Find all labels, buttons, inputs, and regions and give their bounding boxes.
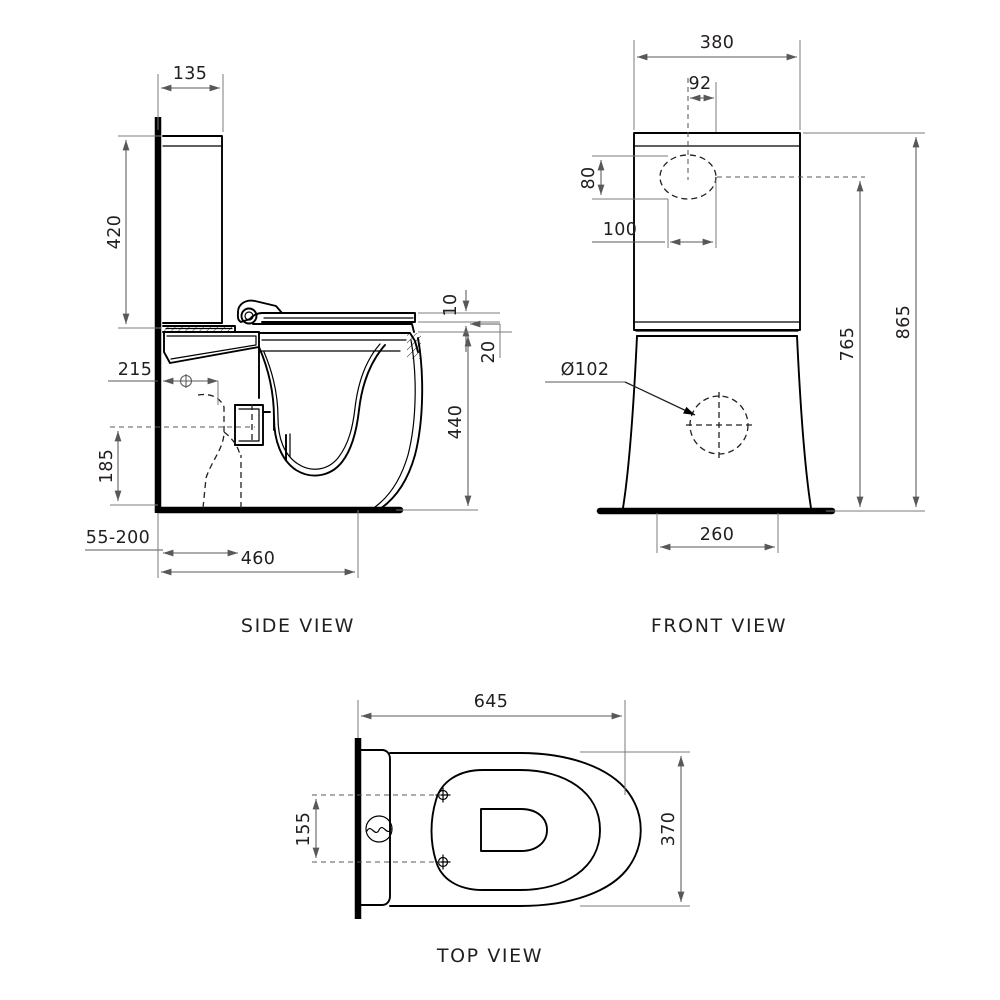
dim-lid-thickness: 10 xyxy=(418,290,500,323)
front-flush-button-hidden xyxy=(659,154,717,200)
dim-button-offset: 92 xyxy=(687,74,717,180)
dim-value-20: 20 xyxy=(479,340,499,363)
dim-seat-top-height: 765 xyxy=(717,176,865,508)
dim-value-135: 135 xyxy=(173,64,208,84)
top-view-group: 645 370 155 TOP VIEW xyxy=(294,692,690,967)
dim-value-865: 865 xyxy=(894,305,914,340)
dim-outlet-height: 185 xyxy=(97,426,255,506)
dim-value-10: 10 xyxy=(441,293,461,316)
top-pan-outline xyxy=(389,752,642,907)
dim-overall-width: 370 xyxy=(580,751,690,907)
dim-button-height: 80 xyxy=(579,155,668,200)
side-hidden-outlet xyxy=(197,393,253,509)
dim-value-370: 370 xyxy=(659,812,679,847)
dim-value-92: 92 xyxy=(688,74,711,94)
dim-value-460: 460 xyxy=(241,549,276,569)
dim-value-380: 380 xyxy=(700,33,735,53)
dim-overall-length: 645 xyxy=(357,692,626,795)
front-view-label: FRONT VIEW xyxy=(651,615,787,637)
dim-value-80: 80 xyxy=(579,166,599,189)
dim-value-215: 215 xyxy=(118,360,153,380)
top-cistern xyxy=(360,749,391,906)
dim-inlet-offset: 215 xyxy=(108,360,219,405)
dim-overall-height: 865 xyxy=(803,132,925,512)
front-pan-body xyxy=(622,335,812,509)
side-seat-lid xyxy=(236,299,416,333)
dim-value-55-200: 55-200 xyxy=(86,528,150,548)
front-view-group: 380 92 80 100 765 xyxy=(545,33,925,637)
side-view-group: 135 420 10 20 440 xyxy=(85,64,512,637)
dim-value-765: 765 xyxy=(838,327,858,362)
dim-cistern-depth: 135 xyxy=(157,64,224,132)
front-outlet-hidden xyxy=(686,392,752,458)
dim-value-440: 440 xyxy=(446,405,466,440)
dim-value-645: 645 xyxy=(474,692,509,712)
dim-foot-width: 260 xyxy=(656,513,779,553)
side-cistern xyxy=(162,135,223,324)
side-pan-body xyxy=(163,331,424,510)
top-bowl-aperture xyxy=(480,808,548,852)
dim-cistern-width: 380 xyxy=(633,33,801,130)
front-cistern xyxy=(633,132,801,332)
dim-overall-projection: 460 xyxy=(157,510,359,578)
dim-fixing-centres: 155 xyxy=(294,794,441,863)
side-view-label: SIDE VIEW xyxy=(241,615,355,637)
dim-button-width: 100 xyxy=(592,180,717,248)
top-flush-button xyxy=(365,815,393,843)
dim-cistern-height: 420 xyxy=(105,135,161,329)
dim-value-100: 100 xyxy=(603,220,638,240)
top-seat-outline xyxy=(430,769,601,891)
dim-pan-height: 440 xyxy=(396,331,478,511)
top-view-label: TOP VIEW xyxy=(436,945,543,967)
dim-value-185: 185 xyxy=(97,449,117,484)
dim-value-d102: Ø102 xyxy=(561,360,610,380)
dim-value-155: 155 xyxy=(294,812,314,847)
dim-outlet-diameter: Ø102 xyxy=(545,360,696,416)
dim-value-260: 260 xyxy=(700,525,735,545)
dim-value-420: 420 xyxy=(105,215,125,250)
